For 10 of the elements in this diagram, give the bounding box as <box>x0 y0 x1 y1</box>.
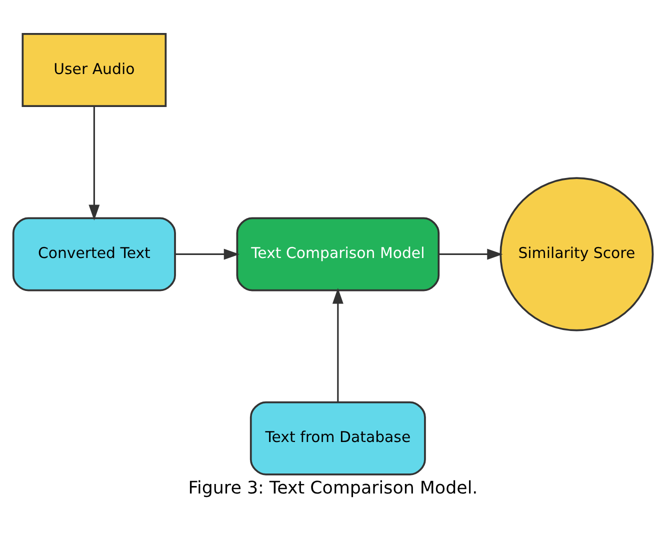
arrow <box>439 248 503 260</box>
node-circle: Similarity Score <box>500 176 654 331</box>
caption: Figure 3: Text Comparison Model. <box>188 478 478 498</box>
node-box: Text from Database <box>250 400 426 475</box>
arrow <box>175 248 240 260</box>
node-box: Text Comparison Model <box>236 216 440 291</box>
node-box: Converted Text <box>12 216 176 291</box>
arrow <box>332 288 344 402</box>
arrow <box>88 106 100 220</box>
node-box: User Audio <box>22 32 167 107</box>
